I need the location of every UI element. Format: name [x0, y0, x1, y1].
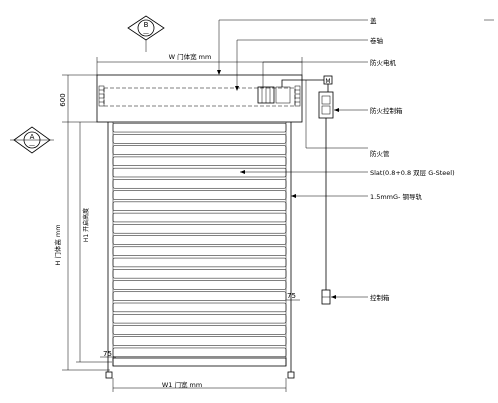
left-bracket [98, 85, 105, 107]
callout-control-box: 控制箱 [370, 293, 390, 302]
motor-gear [275, 86, 291, 104]
marker-b-sub: — [143, 30, 149, 37]
marker-a-letter: A [30, 133, 35, 141]
callouts: 盖 卷轴 防火电机 防火控制箱 防火管 Slat(0.8+0.8 双层 G-St… [217, 16, 455, 302]
offset-dimensions: 75 75 [100, 292, 300, 358]
motor-mark: M [325, 78, 330, 85]
marker-a-sub: — [29, 142, 35, 149]
bottom-width-label: W1 门宽 mm [162, 380, 202, 389]
door-slat [112, 302, 287, 313]
total-height-label: H 门体高 mm [53, 224, 62, 265]
door-slat [112, 313, 287, 324]
callout-motor: 防火电机 [370, 58, 397, 67]
head-box [96, 74, 303, 123]
right-bracket [294, 85, 301, 107]
offset-left-label: 75 [103, 350, 112, 358]
marker-a-circle [23, 131, 41, 149]
callout-slat: Slat(0.8+0.8 双层 G-Steel) [370, 169, 455, 177]
section-marker-a: A — [10, 126, 54, 154]
dimension-top-width: W 门体宽 mm [96, 52, 303, 75]
door-slat [112, 280, 287, 290]
callout-fire-control-box: 防火控制箱 [370, 106, 403, 115]
callout-shaft: 卷轴 [370, 36, 384, 45]
marker-b-letter: B [144, 21, 149, 29]
door-slat [112, 145, 287, 155]
door-slat [112, 122, 287, 133]
box-height-label: 600 [59, 93, 67, 106]
top-width-label: W 门体宽 mm [169, 52, 212, 61]
marker-a-diamond [13, 126, 51, 154]
callout-guide-rail: 1.5mmG- 钢导轨 [370, 192, 422, 201]
marker-b-circle [137, 19, 155, 37]
dimension-left-height: 600 H 门体高 mm H1 开启高度 [53, 74, 112, 371]
section-marker-b: B — [127, 15, 165, 52]
door-slat [112, 269, 287, 279]
offset-right-label: 75 [287, 292, 296, 300]
door-slat [112, 134, 287, 144]
marker-b-diamond [127, 15, 165, 41]
right-rail-foot [287, 371, 295, 379]
bottom-bar [112, 357, 287, 367]
door-slat [112, 201, 287, 211]
head-box-outline [96, 74, 303, 123]
callout-cover: 盖 [370, 16, 377, 25]
door-slat [112, 190, 287, 200]
callout-fire-pipe: 防火管 [370, 149, 390, 158]
left-rail-foot [105, 371, 113, 379]
fire-pipe-line [305, 80, 352, 149]
door-curtain [112, 122, 287, 358]
door-slat [112, 325, 287, 335]
door-slat [112, 246, 287, 256]
door-slat [112, 212, 287, 223]
door-slat [112, 257, 287, 268]
clear-height-label: H1 开启高度 [82, 208, 90, 242]
door-slat [112, 291, 287, 301]
door-slat [112, 167, 287, 178]
door-slat [112, 224, 287, 234]
dimension-bottom-width: W1 门宽 mm [112, 378, 287, 392]
guide-rails [105, 122, 295, 379]
electrical-wiring: M [281, 75, 352, 305]
door-slat [112, 179, 287, 189]
door-slat [112, 336, 287, 346]
door-slat [112, 156, 287, 167]
door-slat [112, 235, 287, 245]
door-slat [112, 347, 287, 358]
